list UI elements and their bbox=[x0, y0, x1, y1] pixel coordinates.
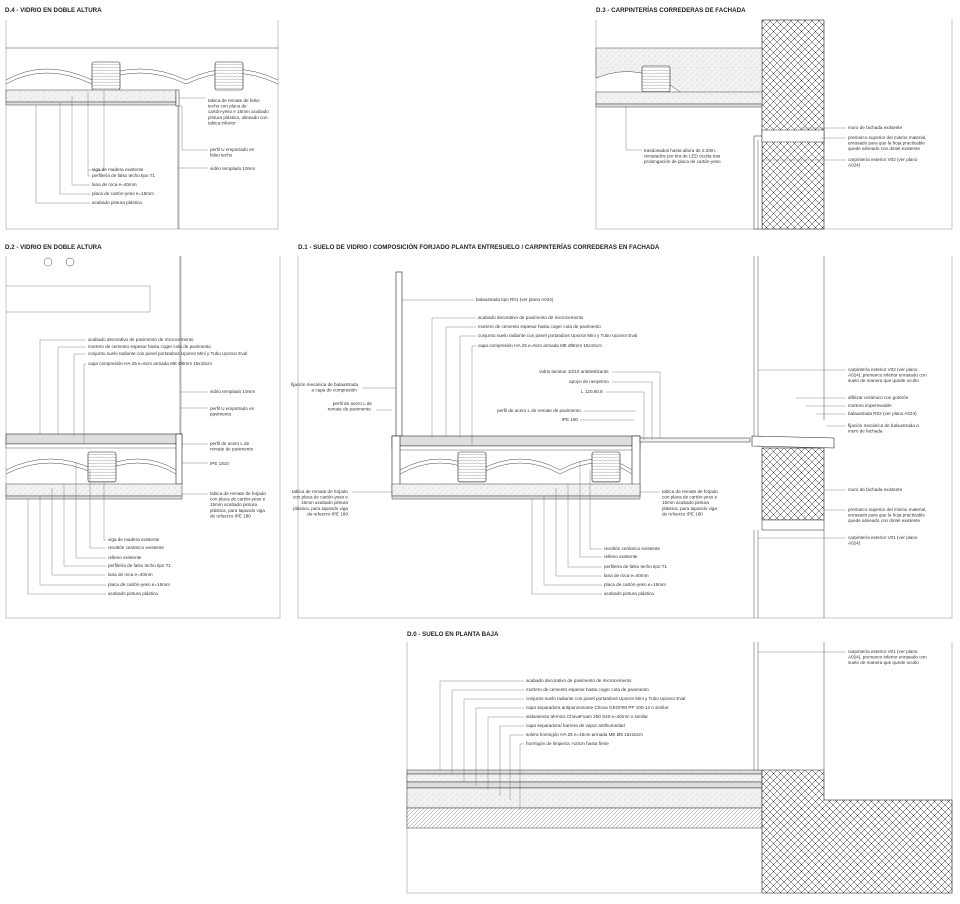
d3-plasterboard bbox=[595, 103, 763, 108]
d3-trasdosado-callout: trasdosados hasta altura de 2.20m,remata… bbox=[625, 106, 721, 164]
detail-d3-title: D.3 - CARPINTERÍAS CORREDERAS DE FACHADA bbox=[596, 6, 746, 14]
d0-facade-wall bbox=[761, 769, 953, 894]
d2-bottom-callouts: viga de madera existente revoltón cerámi… bbox=[27, 462, 172, 596]
detail-d2: D.2 - VIDRIO EN DOBLE ALTURA acabado dec… bbox=[5, 244, 281, 619]
d1-lower-window bbox=[753, 530, 759, 618]
d1-window-frame bbox=[753, 256, 759, 436]
d3-wood-beam bbox=[641, 65, 671, 93]
svg-text:muro de fachada existente: muro de fachada existente premarco super… bbox=[848, 125, 926, 168]
svg-text:revoltón cerámico existente: revoltón cerámico existente relleno exis… bbox=[604, 546, 668, 596]
d2-wood-beam bbox=[87, 451, 117, 483]
detail-d1-title: D.1 - SUELO DE VIDRIO / COMPOSICIÓN FORJ… bbox=[298, 243, 660, 251]
detail-d2-title: D.2 - VIDRIO EN DOBLE ALTURA bbox=[5, 244, 102, 251]
d3-insulation bbox=[595, 91, 763, 105]
d0-layer-callouts: acabado decorativo de pavimento de micro… bbox=[439, 678, 687, 810]
d2-floor-layers bbox=[5, 433, 183, 445]
d3-right-callouts: muro de fachada existente premarco super… bbox=[762, 125, 926, 168]
d0-lean-concrete bbox=[406, 807, 763, 829]
d1-facade-wall bbox=[761, 447, 825, 521]
d2-fixture-icon bbox=[65, 257, 75, 267]
detail-d0-title: D.0 - SUELO EN PLANTA BAJA bbox=[407, 631, 499, 638]
d1-plasterboard bbox=[391, 495, 641, 500]
svg-text:acabado decorativo de paviment: acabado decorativo de pavimento de micro… bbox=[88, 337, 249, 366]
d1-floor-layers bbox=[391, 435, 641, 447]
d1-insulation bbox=[391, 483, 641, 497]
d1-bottom-callouts: revoltón cerámico existente relleno exis… bbox=[531, 462, 668, 596]
d0-finish-layer bbox=[406, 769, 763, 775]
d1-balustrade-post bbox=[395, 271, 403, 437]
d2-ipe-beam bbox=[175, 433, 183, 485]
d4-wood-beam-2 bbox=[214, 61, 244, 91]
d1-sill bbox=[751, 435, 835, 449]
d2-furniture bbox=[6, 285, 151, 313]
d2-plasterboard bbox=[5, 495, 183, 500]
d4-wood-beam bbox=[91, 61, 121, 91]
d2-compression-layer bbox=[5, 443, 183, 449]
d1-compression-layer bbox=[391, 445, 641, 451]
d1-mid-callouts: vidrio laminar 10/10 antideslizante apoy… bbox=[497, 369, 661, 440]
detail-d4-title: D.4 - VIDRIO EN DOBLE ALTURA bbox=[5, 7, 102, 14]
svg-text:trasdosados hasta altura de 2.: trasdosados hasta altura de 2.20m,remata… bbox=[644, 148, 721, 164]
d1-wood-beam-2 bbox=[591, 451, 621, 483]
d3-facade-wall bbox=[761, 19, 825, 230]
detail-d0: D.0 - SUELO EN PLANTA BAJA carpintería e… bbox=[406, 631, 953, 894]
d1-wood-beam bbox=[457, 451, 487, 483]
svg-text:viga de madera existente: viga de madera existente revoltón cerámi… bbox=[108, 537, 172, 596]
svg-text:viga de madera existente: viga de madera existente perfilería de f… bbox=[92, 167, 156, 205]
detail-d0-frame bbox=[406, 642, 953, 894]
d0-radiant-layer bbox=[406, 781, 763, 789]
d0-mortar-layer bbox=[406, 773, 763, 783]
callout-label: vidrio templado 10mm bbox=[210, 166, 255, 171]
svg-text:balaustrada tipo R01 (ver plan: balaustrada tipo R01 (ver plano A024) ac… bbox=[476, 297, 639, 348]
detail-d1: D.1 - SUELO DE VIDRIO / COMPOSICIÓN FORJ… bbox=[291, 243, 953, 619]
detail-d1-frame bbox=[297, 256, 953, 619]
d1-top-callouts: balaustrada tipo R01 (ver plano A024) ac… bbox=[402, 297, 639, 446]
svg-text:carpintería exterior V02 (ver: carpintería exterior V02 (ver planoA024)… bbox=[848, 367, 927, 546]
d4-vidrio-callout: vidrio templado 10mm bbox=[178, 166, 255, 171]
d3-top-frame bbox=[761, 129, 825, 143]
svg-text:vidrio templado 10mm p: vidrio templado 10mm perfil U empotrado … bbox=[210, 389, 266, 518]
d2-insulation bbox=[5, 483, 183, 497]
d4-plasterboard bbox=[5, 101, 177, 106]
d2-top-callouts: acabado decorativo de pavimento de micro… bbox=[39, 337, 249, 444]
svg-text:acabado decorativo de paviment: acabado decorativo de pavimento de micro… bbox=[526, 678, 687, 746]
d4-u-profile bbox=[175, 89, 180, 107]
d4-layer-callouts: viga de madera existente perfilería de f… bbox=[35, 90, 156, 205]
d2-right-callouts: vidrio templado 10mm perfil U empotrado … bbox=[181, 389, 266, 518]
d1-lintel-frame bbox=[761, 519, 825, 531]
detail-d4-frame bbox=[5, 20, 279, 230]
d1-glass-floor bbox=[639, 437, 751, 443]
d4-insulation bbox=[5, 89, 177, 103]
detail-d4: D.4 - VIDRIO EN DOBLE ALTURA tabica de r… bbox=[5, 7, 279, 230]
d0-window-frame bbox=[753, 642, 759, 770]
detail-d3: D.3 - CARPINTERÍAS CORREDERAS DE FACHADA… bbox=[595, 6, 953, 230]
svg-text:vidrio laminar 10/10 antidesli: vidrio laminar 10/10 antideslizante apoy… bbox=[497, 369, 610, 422]
d0-slab-layer bbox=[406, 787, 763, 809]
svg-text:carpintería exterior V01 (ver: carpintería exterior V01 (ver planoA024)… bbox=[848, 649, 927, 665]
d2-fixture-icon bbox=[43, 257, 53, 267]
